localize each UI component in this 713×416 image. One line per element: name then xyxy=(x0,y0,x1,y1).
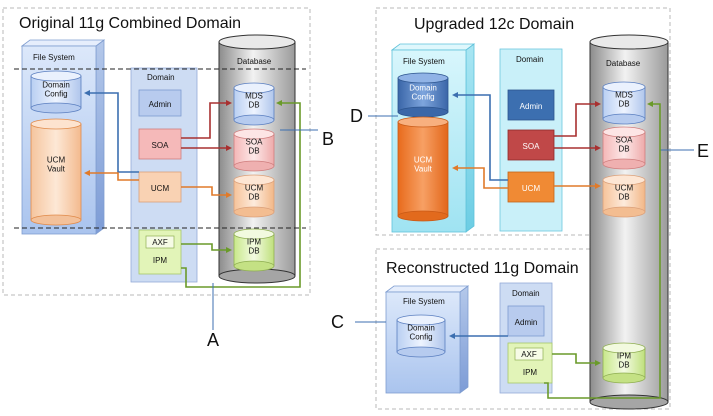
callout-c: C xyxy=(331,312,344,332)
upgraded-admin-box: Admin xyxy=(507,89,555,121)
original-database-label: Database xyxy=(237,57,272,66)
upgraded-panel-frame xyxy=(375,7,671,236)
original-connectors xyxy=(84,90,301,288)
reconstructed-panel-frame xyxy=(375,248,671,410)
reconstructed-admin-label: Admin xyxy=(515,318,538,327)
original-panel-frame xyxy=(2,7,311,296)
reconstructed-admin-box: Admin xyxy=(507,305,545,337)
original-ipm-box: AXF IPM xyxy=(138,229,182,275)
reconstructed-domain-label: Domain xyxy=(512,289,540,298)
reconstructed-file-system-label: File System xyxy=(403,297,445,306)
upgraded-title: Upgraded 12c Domain xyxy=(414,16,574,33)
original-soa-box: SOA xyxy=(138,128,182,160)
callout-e: E xyxy=(697,141,709,161)
original-admin-label: Admin xyxy=(149,100,172,109)
original-soa-label: SOA xyxy=(152,141,170,150)
upgraded-file-system-label: File System xyxy=(403,57,445,66)
original-title: Original 11g Combined Domain xyxy=(19,15,241,32)
original-admin-box: Admin xyxy=(138,89,182,117)
reconstructed-axf-label: AXF xyxy=(521,350,537,359)
original-ipm-label: IPM xyxy=(153,256,168,265)
reconstructed-connectors xyxy=(449,101,661,399)
upgraded-database-label: Database xyxy=(606,59,641,68)
original-file-system-label: File System xyxy=(33,53,75,62)
original-axf-label: AXF xyxy=(152,238,168,247)
upgraded-soa-label: SOA xyxy=(523,142,541,151)
original-domain-label: Domain xyxy=(147,73,175,82)
callout-d: D xyxy=(350,106,363,126)
upgraded-domain-label: Domain xyxy=(516,55,544,64)
upgraded-admin-label: Admin xyxy=(520,102,543,111)
upgraded-ucm-box: UCM xyxy=(507,171,555,203)
original-ucm-label: UCM xyxy=(151,184,170,193)
reconstructed-title: Reconstructed 11g Domain xyxy=(386,260,579,277)
upgraded-soa-box: SOA xyxy=(507,129,555,161)
reconstructed-ipm-box: AXF IPM xyxy=(507,342,553,384)
callout-b: B xyxy=(322,129,334,149)
original-ucm-box: UCM xyxy=(138,171,182,203)
reconstructed-ipm-label: IPM xyxy=(523,368,538,377)
upgraded-connectors xyxy=(452,92,601,189)
callout-a: A xyxy=(207,330,219,350)
upgraded-ucm-label: UCM xyxy=(522,184,541,193)
